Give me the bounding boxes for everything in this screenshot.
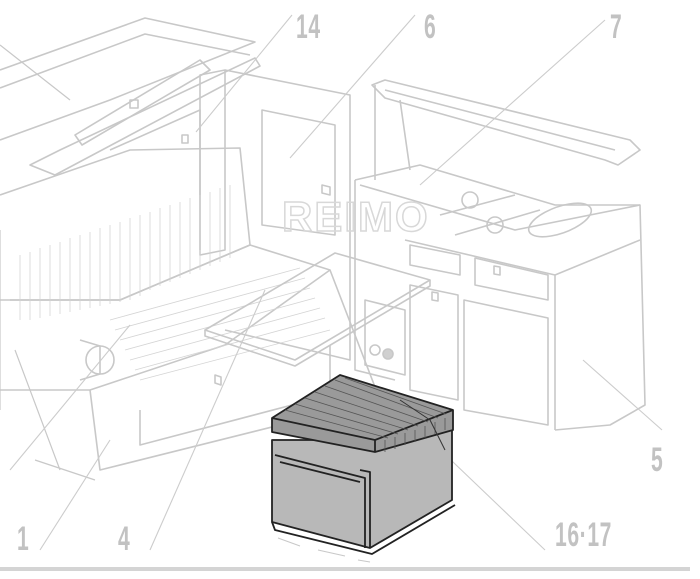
highlighted-storage-box — [271, 374, 456, 563]
overhead-shelf — [0, 17, 261, 176]
callout-14: 14 — [296, 8, 321, 46]
callout-4: 4 — [118, 520, 131, 558]
callout-7: 7 — [610, 8, 623, 46]
roof-rail — [371, 79, 641, 180]
bottom-divider — [0, 567, 690, 571]
callout-6: 6 — [424, 8, 437, 46]
folding-table — [204, 252, 431, 386]
callout-5: 5 — [651, 441, 664, 479]
callout-16-17: 16·17 — [555, 516, 613, 554]
callout-1: 1 — [17, 520, 30, 558]
watermark-logo: REIMO — [281, 193, 430, 240]
kitchen-unit — [354, 164, 646, 431]
bench-hatching — [19, 185, 331, 381]
leader-lines — [9, 14, 663, 551]
